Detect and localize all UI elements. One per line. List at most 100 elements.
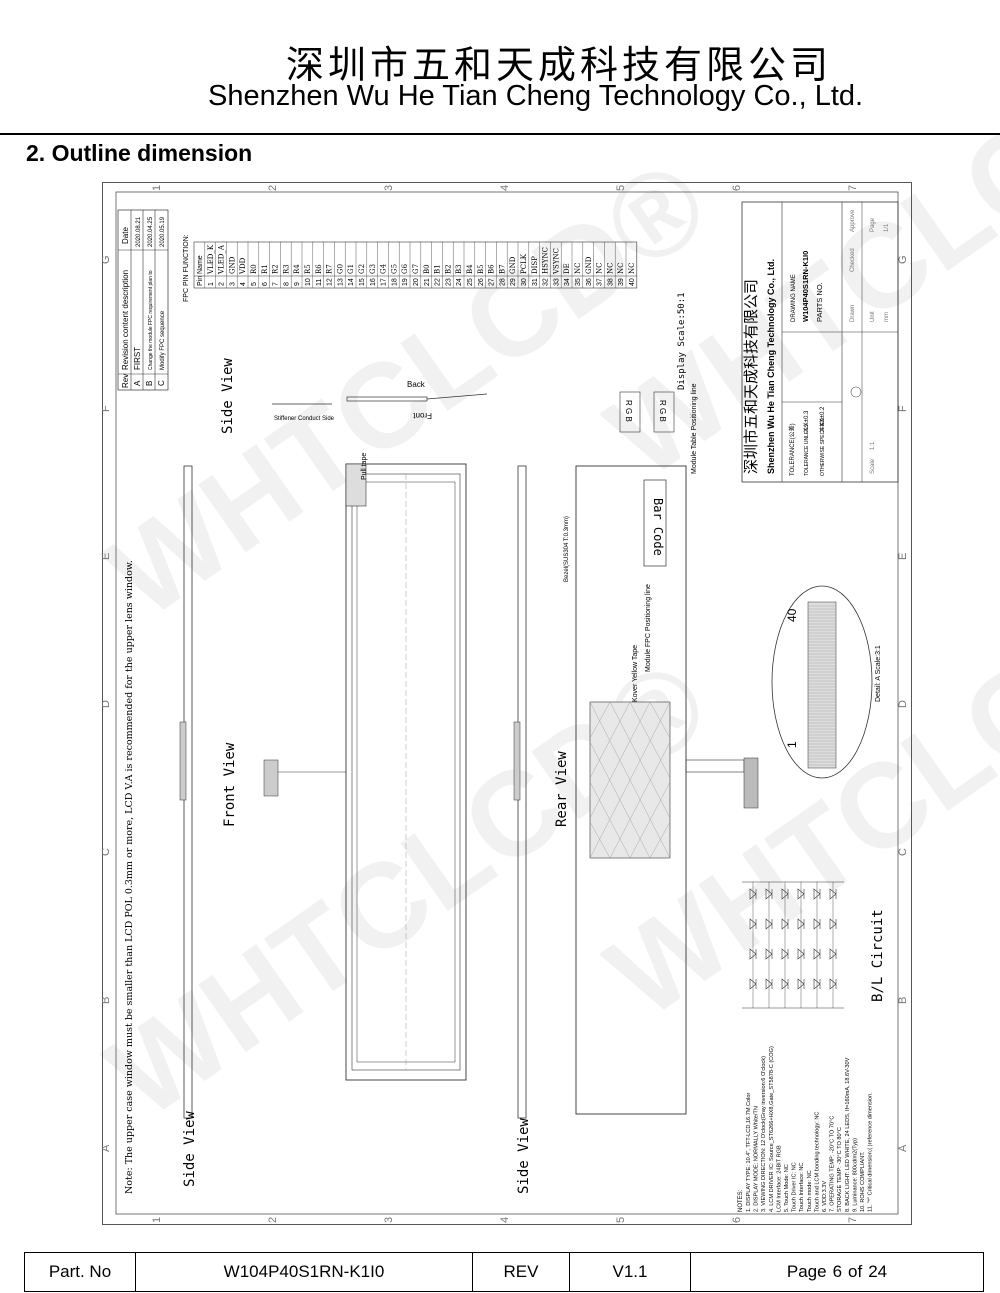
label-rgb: R G B	[624, 400, 633, 422]
rev-cell: 2020.04.25	[148, 216, 154, 247]
drawn-label: Drawn	[850, 305, 856, 322]
label-pin-40: 40	[785, 608, 799, 622]
grid-row-label: D	[897, 700, 909, 708]
rev-header: Date	[121, 227, 130, 244]
grid-col-label: 2	[267, 185, 279, 191]
tolerance-label: TOLERANCE(公差)	[788, 423, 796, 476]
tolerance-unless: TOLERANCE UNLESS	[804, 423, 810, 476]
pin-name: R4	[293, 264, 301, 274]
pin-name: R1	[261, 264, 269, 274]
pin-number: 26	[478, 278, 485, 286]
note-line: 4. LCM DRIVER IC: Source_ST6266+HX8,Gate…	[769, 1046, 775, 1212]
pin-name: B6	[488, 264, 496, 274]
rev-header: Rev	[121, 374, 130, 388]
pin-table-title: FPC PIN FUNCTION:	[183, 234, 190, 302]
pin-number: 37	[597, 278, 604, 286]
label-display-scale: Display Scale:50:1	[677, 292, 687, 390]
pin-name: NC	[628, 263, 636, 274]
pin-number: 40	[629, 278, 636, 286]
pin-number: 35	[575, 278, 582, 286]
unit-label: Unit	[870, 311, 876, 322]
approve-label: Approve	[850, 209, 856, 232]
pin-name: GND	[585, 256, 593, 274]
part-no-label: Part. No	[25, 1253, 136, 1291]
page-label: Page	[870, 217, 876, 232]
grid-col-label: 7	[847, 1217, 859, 1223]
grid-row-label: D	[102, 700, 112, 708]
pin-name: R2	[272, 264, 280, 274]
rev-value: V1.1	[570, 1253, 691, 1291]
pin-number: 13	[337, 278, 344, 286]
page-info: Page 6 of 24	[691, 1253, 983, 1291]
pin-number: 7	[273, 282, 280, 286]
note-line: 5. Touch Mode: NC	[784, 1164, 790, 1212]
note-line: 11. "*" Critical dimension;( )reference …	[868, 1092, 874, 1212]
pin-number: 16	[370, 278, 377, 286]
pin-name: DISP	[531, 256, 539, 274]
pin-name: VLED_K	[207, 244, 215, 275]
pin-number: 8	[283, 282, 290, 286]
otherwise-value: X.XX±0.2	[820, 406, 826, 432]
label-bar-code: Bar Code	[651, 498, 665, 556]
pin-number: 1	[208, 282, 215, 286]
note-line: 9. Luminance: 800cd/m2(Typ)	[852, 1138, 858, 1212]
label-bl-circuit: B/L Circuit	[870, 909, 886, 1002]
title-company-cn: 深圳市五和天成科技有限公司	[742, 279, 760, 474]
part-no-value: W104P40S1RN-K1I0	[136, 1253, 473, 1291]
grid-row-label: E	[102, 553, 112, 560]
company-name-en: Shenzhen Wu He Tian Cheng Technology Co.…	[208, 80, 864, 112]
revision-table: Rev Revision content description Date A …	[117, 209, 169, 391]
pin-number: 5	[251, 282, 258, 286]
page-value: 1/1	[884, 223, 890, 232]
notes-title: NOTES:	[738, 1189, 744, 1212]
grid-row-label: C	[102, 848, 112, 856]
pin-number: 12	[327, 278, 334, 286]
pin-number: 6	[262, 282, 269, 286]
rev-cell: B	[145, 381, 154, 386]
label-rgb: R G B	[658, 400, 667, 422]
pin-name: VSYNC	[552, 248, 560, 275]
pin-number: 15	[359, 278, 366, 286]
note-line: 7. OPERATING TEMP: -20°C TO 70°C	[830, 1116, 836, 1212]
otherwise-specified: OTHERWISE SPECIFIED	[820, 418, 826, 476]
pin-number: 25	[467, 278, 474, 286]
rev-cell: 2020.05.19	[160, 216, 166, 247]
drawing-name-label: DRAWING NAME	[791, 274, 797, 322]
grid-col-label: 5	[615, 185, 627, 191]
rev-cell: 2020.08.21	[136, 216, 142, 247]
note-line: 2. DISPLAY MODE: NORMALLY White/TN	[754, 1106, 760, 1212]
pin-number: 29	[510, 278, 517, 286]
page-number: 6	[832, 1262, 843, 1281]
grid-row-label: C	[897, 848, 909, 856]
unit-value: mm	[884, 312, 890, 322]
label-side-view: Side View	[182, 1111, 198, 1187]
pin-name: R0	[250, 264, 258, 274]
bl-circuit: B/L Circuit	[742, 881, 886, 1009]
pin-name: HSYNC	[542, 247, 550, 274]
pin-number: 10	[305, 278, 312, 286]
pin-number: 20	[413, 278, 420, 286]
pin-number: 24	[456, 278, 463, 286]
note-line: Touch Interface: NC	[799, 1163, 805, 1212]
pin-name: B2	[444, 264, 452, 274]
note-line: STORAGE TEMP: -30°C TO 80°C	[837, 1127, 843, 1212]
company-name-cn: 深圳市五和天成科技有限公司	[286, 43, 833, 87]
pin-number: 34	[564, 278, 571, 286]
grid-row-label: A	[897, 1144, 909, 1152]
grid-row-label: G	[897, 255, 909, 264]
grid-col-label: 4	[499, 185, 511, 191]
page-total: 24	[868, 1262, 888, 1281]
pin-name: GND	[509, 256, 517, 274]
pin-header: Pin	[197, 276, 204, 286]
pixel-detail: R G B R G B Display Scale:50:1	[619, 292, 687, 433]
pin-number: 9	[294, 282, 301, 286]
note-line: 3. VIEWING DIRECTION: 12 O'clock(Gray in…	[761, 1056, 767, 1212]
left-side-view: Side View	[179, 465, 198, 1187]
pin-number: 28	[499, 278, 506, 286]
side-view-fpc: Back Front Stiffener Conduct Side Side V…	[220, 358, 488, 434]
pin-name: G5	[390, 264, 398, 274]
label-kover: Kover Yellow Tape	[632, 645, 639, 702]
label-detail-a: Detail: A Scale:3:1	[875, 645, 882, 702]
pin-name: G1	[347, 264, 355, 274]
grid-row-label: F	[102, 405, 112, 412]
